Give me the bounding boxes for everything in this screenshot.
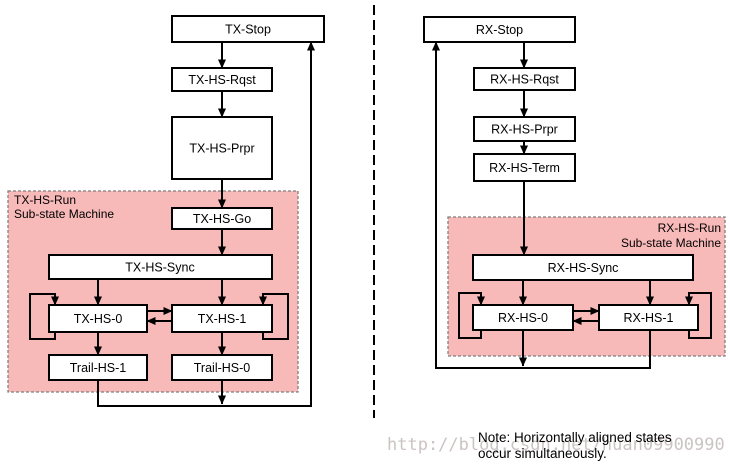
tx-hs-0-self-loop bbox=[29, 293, 59, 340]
rx-hs-0-self-loop bbox=[458, 292, 485, 339]
label-rx-hs-prpr: RX-HS-Prpr bbox=[491, 123, 558, 137]
rx-hs-1-self-loop bbox=[685, 292, 712, 339]
label-rx-substate-machine: Sub-state Machine bbox=[621, 236, 721, 250]
label-rx-hs-sync: RX-HS-Sync bbox=[548, 261, 619, 275]
note-line-1: Note: Horizontally aligned states bbox=[478, 430, 672, 445]
state-rx-hs-1 bbox=[598, 304, 699, 331]
state-rx-hs-term bbox=[473, 153, 576, 182]
state-rx-stop bbox=[423, 16, 576, 43]
label-tx-hs-run: TX-HS-Run bbox=[14, 193, 76, 207]
state-tx-hs-prpr bbox=[171, 116, 273, 180]
label-tx-hs-0: TX-HS-0 bbox=[74, 312, 123, 326]
label-rx-hs-run: RX-HS-Run bbox=[658, 221, 721, 235]
label-tx-hs-1: TX-HS-1 bbox=[198, 312, 247, 326]
label-rx-hs-0: RX-HS-0 bbox=[498, 311, 548, 325]
label-rx-stop: RX-Stop bbox=[476, 23, 523, 37]
label-tx-hs-go: TX-HS-Go bbox=[193, 212, 251, 226]
state-rx-hs-prpr bbox=[473, 116, 576, 142]
state-tx-hs-0 bbox=[48, 304, 148, 333]
label-tx-hs-rqst: TX-HS-Rqst bbox=[188, 73, 256, 87]
state-tx-hs-sync bbox=[48, 254, 273, 280]
trail-hs-1-return-to-tx-stop bbox=[97, 41, 315, 407]
label-rx-hs-rqst: RX-HS-Rqst bbox=[490, 73, 559, 87]
label-rx-hs-term: RX-HS-Term bbox=[489, 161, 560, 175]
rx-hs-1-return-to-rx-stop bbox=[432, 41, 651, 369]
rx-hs-run-substate-region bbox=[447, 216, 726, 357]
state-rx-hs-rqst bbox=[473, 67, 576, 91]
label-tx-hs-prpr: TX-HS-Prpr bbox=[189, 142, 254, 156]
label-tx-stop: TX-Stop bbox=[225, 23, 271, 37]
tx-hs-1-self-loop bbox=[259, 293, 289, 340]
watermark-url: http://blog.csdn.net/huan09900990 bbox=[387, 435, 725, 455]
state-rx-hs-0 bbox=[472, 304, 574, 331]
label-rx-hs-1: RX-HS-1 bbox=[623, 311, 673, 325]
label-trail-hs-0: Trail-HS-0 bbox=[194, 361, 251, 375]
state-tx-hs-rqst bbox=[171, 67, 273, 92]
state-trail-hs-0 bbox=[171, 354, 273, 381]
label-tx-substate-machine: Sub-state Machine bbox=[14, 207, 114, 221]
label-tx-hs-sync: TX-HS-Sync bbox=[125, 261, 194, 275]
state-tx-stop bbox=[171, 15, 325, 43]
state-rx-hs-sync bbox=[472, 254, 694, 281]
state-tx-hs-go bbox=[171, 207, 273, 230]
state-tx-hs-1 bbox=[171, 304, 273, 333]
state-trail-hs-1 bbox=[48, 354, 148, 381]
note-line-2: occur simultaneously. bbox=[478, 446, 607, 461]
label-trail-hs-1: Trail-HS-1 bbox=[70, 361, 127, 375]
